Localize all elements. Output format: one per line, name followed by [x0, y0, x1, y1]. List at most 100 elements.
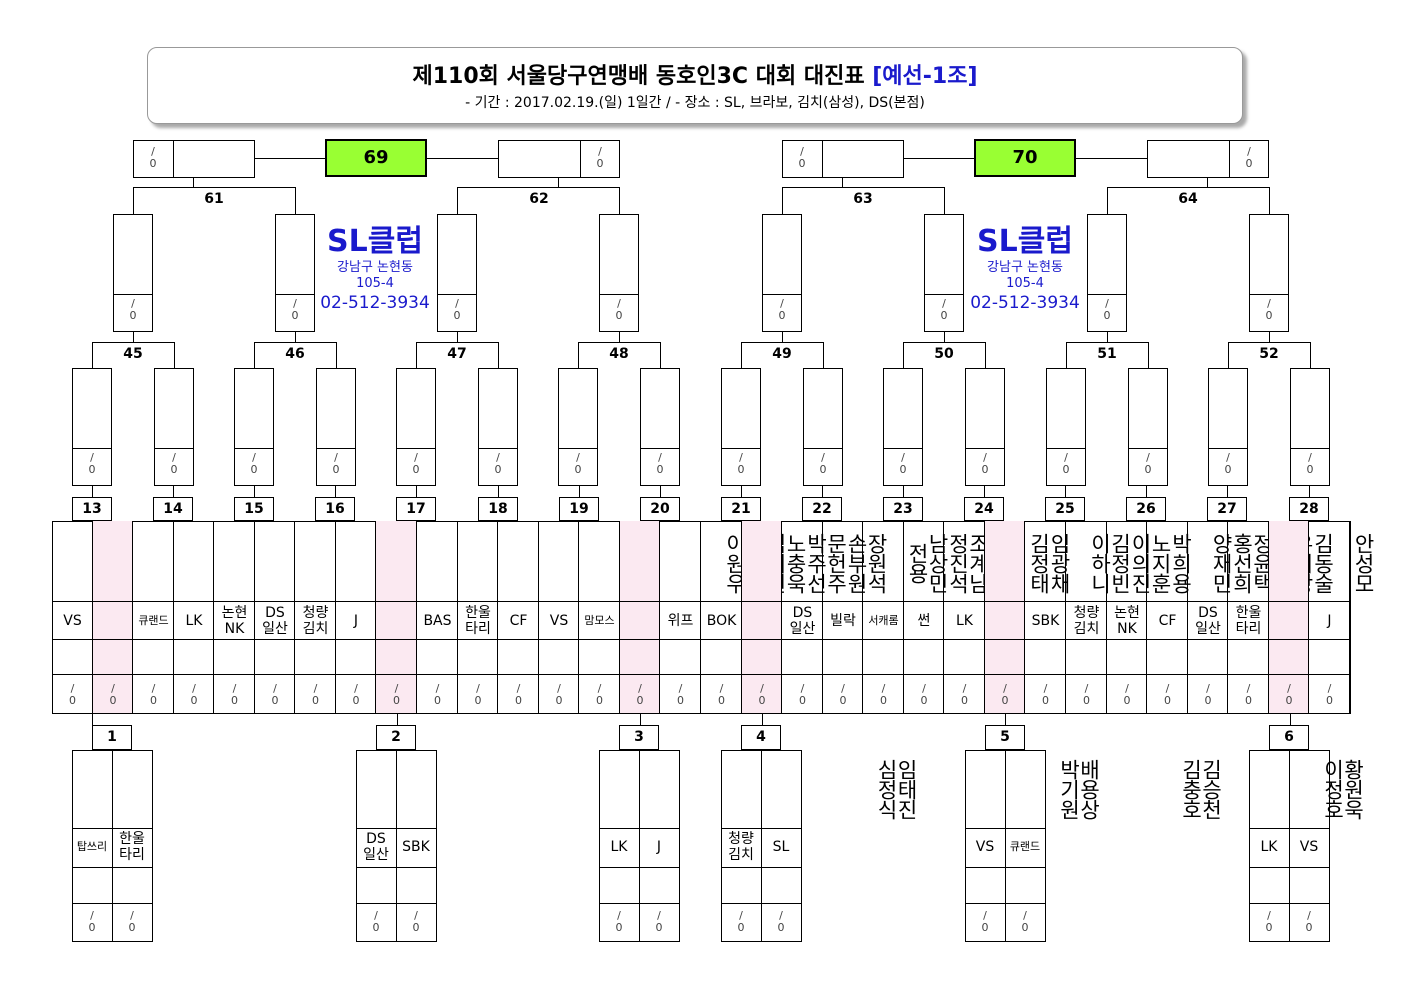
bracket-line	[72, 903, 153, 904]
prelim-player-affiliation: VS	[1299, 839, 1319, 855]
affiliation-cell	[498, 602, 539, 640]
bracket-line	[173, 486, 174, 498]
score-cell	[93, 640, 133, 675]
bracket-line	[1066, 342, 1149, 343]
affiliation-cell	[93, 602, 133, 640]
result-cell	[1025, 675, 1066, 714]
bracket-line	[133, 187, 296, 188]
score-slash: /	[151, 145, 155, 158]
score-zero: 0	[1001, 694, 1009, 707]
score-zero: 0	[190, 694, 198, 707]
bracket-line	[254, 342, 255, 369]
bracket-line	[903, 342, 986, 343]
score-zero: 0	[412, 921, 420, 934]
score-cell	[1107, 640, 1147, 675]
score-cell	[660, 640, 701, 675]
slot-number: 22	[802, 497, 842, 521]
score-mark: /0	[599, 910, 639, 934]
score-cell	[701, 640, 742, 675]
score-slash: /	[1327, 682, 1332, 695]
score-box	[883, 368, 923, 486]
player-affiliation: 한울 타리	[465, 605, 491, 637]
slot-number: 23	[883, 497, 923, 521]
affiliation-cell	[1228, 602, 1269, 640]
score-mark: /0	[863, 683, 904, 707]
score-mark: /0	[478, 452, 518, 476]
slot-number: 17	[396, 497, 436, 521]
player-affiliation: CF	[1158, 613, 1177, 629]
score-zero: 0	[129, 309, 137, 322]
bracket-line	[1227, 486, 1228, 498]
affiliation-cell	[255, 602, 295, 640]
score-slash: /	[901, 451, 905, 464]
bracket-line	[427, 158, 499, 159]
prelim-number: 6	[1269, 725, 1309, 750]
score-slash: /	[293, 297, 297, 310]
score-box	[113, 214, 153, 332]
score-mark: /0	[580, 146, 620, 170]
bracket-line	[92, 486, 93, 498]
score-mark: /0	[1228, 683, 1269, 707]
score-mark: /0	[295, 683, 336, 707]
bracket-line	[762, 714, 763, 726]
bracket-line	[316, 448, 356, 449]
score-mark: /0	[660, 683, 701, 707]
score-mark: /0	[112, 910, 152, 934]
club-address1: 강남구 논현동	[987, 260, 1063, 275]
score-zero: 0	[149, 157, 157, 170]
player-affiliation: 큐랜드	[138, 614, 169, 627]
score-box	[558, 368, 598, 486]
score-box	[640, 368, 680, 486]
prelim-player-affiliation: 탑쓰리	[76, 840, 108, 853]
score-zero: 0	[515, 694, 522, 707]
score-mark: /0	[924, 298, 964, 322]
prelim-player-name: 황원욱	[1341, 759, 1365, 819]
score-mark: /0	[965, 452, 1005, 476]
page-subtitle: - 기간 : 2017.02.19.(일) 1일간 / - 장소 : SL, 브…	[465, 95, 925, 111]
score-slash: /	[678, 682, 683, 695]
bracket-line	[1309, 486, 1310, 498]
score-cell	[52, 640, 93, 675]
final-match-box: 70	[974, 139, 1076, 177]
score-mark: /0	[883, 452, 923, 476]
bracket-line	[984, 486, 985, 498]
score-slash: /	[1125, 682, 1129, 695]
match-number: 51	[1097, 346, 1117, 362]
score-slash: /	[1226, 451, 1230, 464]
result-cell	[1107, 675, 1147, 714]
result-cell	[944, 675, 985, 714]
score-mark: /0	[255, 683, 295, 707]
result-cell	[295, 675, 336, 714]
result-cell	[985, 675, 1025, 714]
player-name-cell	[214, 521, 255, 602]
score-zero: 0	[596, 157, 604, 170]
affiliation-cell	[174, 602, 214, 640]
bracket-line	[660, 486, 661, 498]
bracket-line	[1290, 448, 1330, 449]
bracket-line	[396, 448, 436, 449]
affiliation-cell	[985, 602, 1025, 640]
bracket-line	[619, 187, 620, 215]
match-number: 48	[609, 346, 629, 362]
bracket-line	[903, 486, 904, 498]
score-mark: /0	[376, 683, 417, 707]
score-mark: /0	[1107, 683, 1147, 707]
score-box	[437, 214, 477, 332]
score-mark: /0	[1147, 683, 1188, 707]
score-slash: /	[638, 682, 642, 695]
score-box	[1087, 214, 1127, 332]
score-zero: 0	[1083, 694, 1090, 707]
bracket-line	[741, 342, 742, 369]
score-mark: /0	[823, 683, 863, 707]
affiliation-cell	[539, 602, 579, 640]
prelim-player-name: 심정식	[874, 759, 899, 819]
bracket-line	[985, 342, 986, 369]
affiliation-cell	[214, 602, 255, 640]
bracket-line	[356, 867, 437, 868]
player-name: 이의진	[1128, 533, 1153, 593]
score-zero: 0	[109, 694, 117, 707]
player-affiliation: 썬	[917, 613, 931, 629]
score-slash: /	[739, 451, 743, 464]
bracket-line	[782, 187, 945, 188]
